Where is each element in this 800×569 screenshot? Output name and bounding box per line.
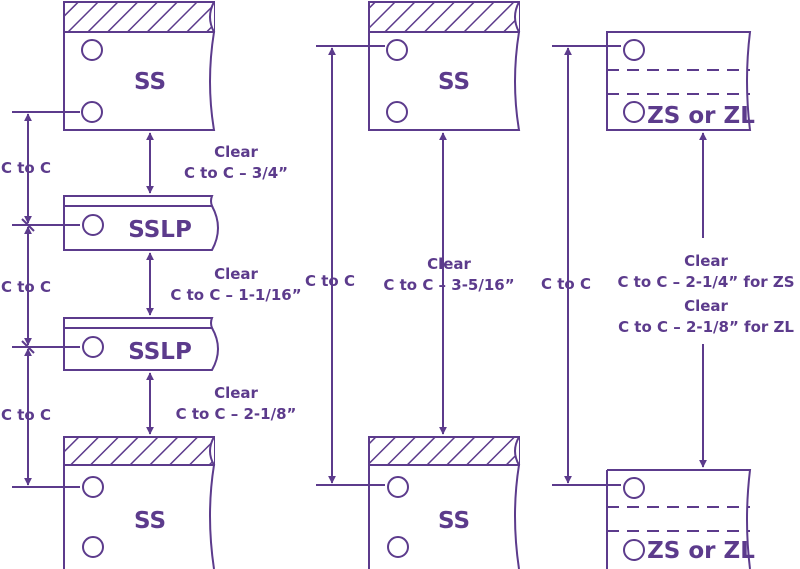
col1-c-to-c-label-1: C to C [1,159,51,177]
col1-top-hole-1 [81,39,103,61]
col3-bottom-zs-block [607,469,752,569]
col1-clear2-title: Clear [214,265,258,283]
col1-top-hole-2 [81,101,103,123]
col3-bottom-hole-2 [623,539,645,561]
col1-clear1-value: C to C – 3/4” [184,164,288,182]
col1-top-ss-label: SS [134,69,166,95]
col2-c-to-c-label: C to C [305,272,355,290]
col1-plate2-hole [82,336,104,358]
col2-top-ss-label: SS [438,69,470,95]
col1-plate2-top-strip [63,317,214,329]
col1-bottom-hole-1 [82,476,104,498]
col1-clear3-title: Clear [214,384,258,402]
col1-bottom-hole-2 [82,536,104,558]
col1-bottom-hatch-bar [63,436,215,466]
col2-bottom-ss-label: SS [438,508,470,534]
col3-clear-zs-value: C to C – 2-1/4” for ZS [617,273,794,291]
col1-plate1-hole [82,214,104,236]
col1-bottom-ss-label: SS [134,508,166,534]
col3-clear-zl-value: C to C – 2-1/8” for ZL [618,318,794,336]
col3-bottom-hole-1 [623,477,645,499]
col3-clear-zs-title: Clear [684,252,728,270]
col1-plate1-body [63,205,219,251]
col2-clear-value: C to C – 3-5/16” [383,276,514,294]
col1-top-ss-block [63,31,216,131]
col1-plate2-body [63,327,219,371]
col2-top-ss-block [368,31,521,131]
col3-clear-zl-title: Clear [684,297,728,315]
col1-clear2-value: C to C – 1-1/16” [170,286,301,304]
col1-c-to-c-label-2: C to C [1,278,51,296]
col2-bottom-hatch-bar [368,436,520,466]
col1-plate1-top-strip [63,195,214,207]
col3-c-to-c-label: C to C [541,275,591,293]
col1-plate2-label: SSLP [128,339,192,365]
col1-clear1-title: Clear [214,143,258,161]
col1-bottom-ss-block [64,464,216,569]
col2-bottom-ss-block [369,464,521,569]
col1-top-hatch-bar [63,1,215,33]
col1-clear3-value: C to C – 2-1/8” [176,405,297,423]
col1-c-to-c-label-3: C to C [1,406,51,424]
col2-top-hole-1 [386,39,408,61]
col2-top-hole-2 [386,101,408,123]
col3-bottom-block-label: ZS or ZL [647,538,755,564]
col3-top-hole-2 [623,101,645,123]
col3-top-hole-1 [623,39,645,61]
col2-top-hatch-bar [368,1,520,33]
col1-plate1-label: SSLP [128,217,192,243]
col3-top-zs-block [606,31,752,131]
col2-bottom-hole-2 [387,536,409,558]
col2-bottom-hole-1 [387,476,409,498]
col2-clear-title: Clear [427,255,471,273]
col3-top-block-label: ZS or ZL [647,103,755,129]
